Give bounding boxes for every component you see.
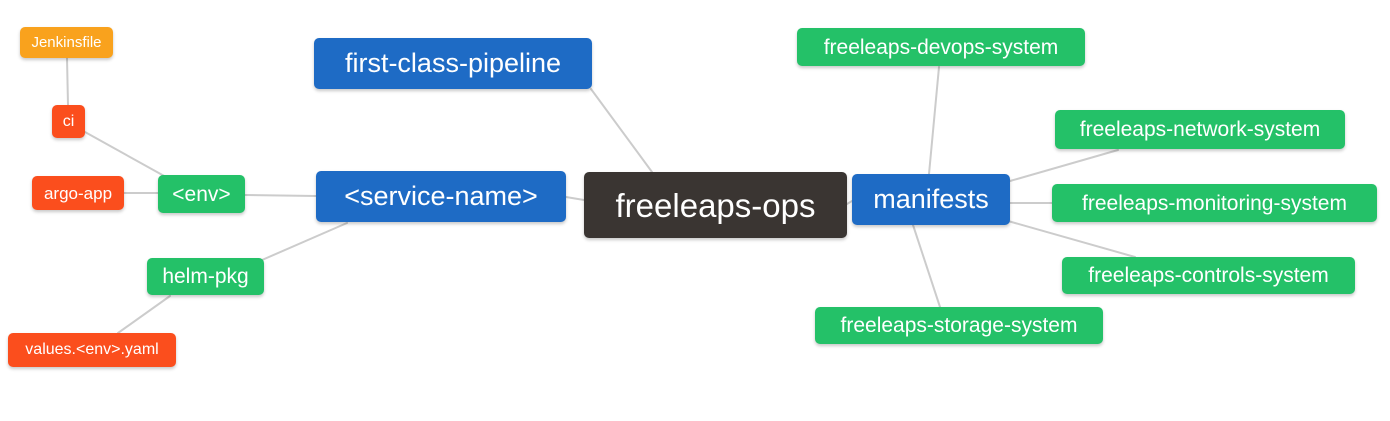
edge-jenkinsfile-ci [66,57,69,106]
node-first-class-pipeline[interactable]: first-class-pipeline [314,38,592,89]
node-values-env-yaml[interactable]: values.<env>.yaml [8,333,176,367]
node-devops-system[interactable]: freeleaps-devops-system [797,28,1085,66]
edge-manifests-network-system [1009,149,1119,182]
edge-first-class-pipeline-freeleaps-ops [590,88,653,173]
edge-helm-pkg-values-env-yaml [117,295,171,334]
node-env[interactable]: <env> [158,175,245,213]
edge-ci-env [84,131,167,178]
edge-service-name-freeleaps-ops [565,196,585,201]
node-monitoring-system[interactable]: freeleaps-monitoring-system [1052,184,1377,222]
node-freeleaps-ops[interactable]: freeleaps-ops [584,172,847,238]
node-ci[interactable]: ci [52,105,85,138]
node-argo-app[interactable]: argo-app [32,176,124,210]
node-storage-system[interactable]: freeleaps-storage-system [815,307,1103,344]
node-controls-system[interactable]: freeleaps-controls-system [1062,257,1355,294]
edge-service-name-helm-pkg [261,222,348,261]
node-service-name[interactable]: <service-name> [316,171,566,222]
edge-manifests-devops-system [928,66,940,175]
node-jenkinsfile[interactable]: Jenkinsfile [20,27,113,58]
edge-manifests-storage-system [912,224,941,308]
node-manifests[interactable]: manifests [852,174,1010,225]
edge-env-service-name [244,194,317,197]
node-network-system[interactable]: freeleaps-network-system [1055,110,1345,149]
edge-manifests-controls-system [1007,220,1136,258]
node-helm-pkg[interactable]: helm-pkg [147,258,264,295]
